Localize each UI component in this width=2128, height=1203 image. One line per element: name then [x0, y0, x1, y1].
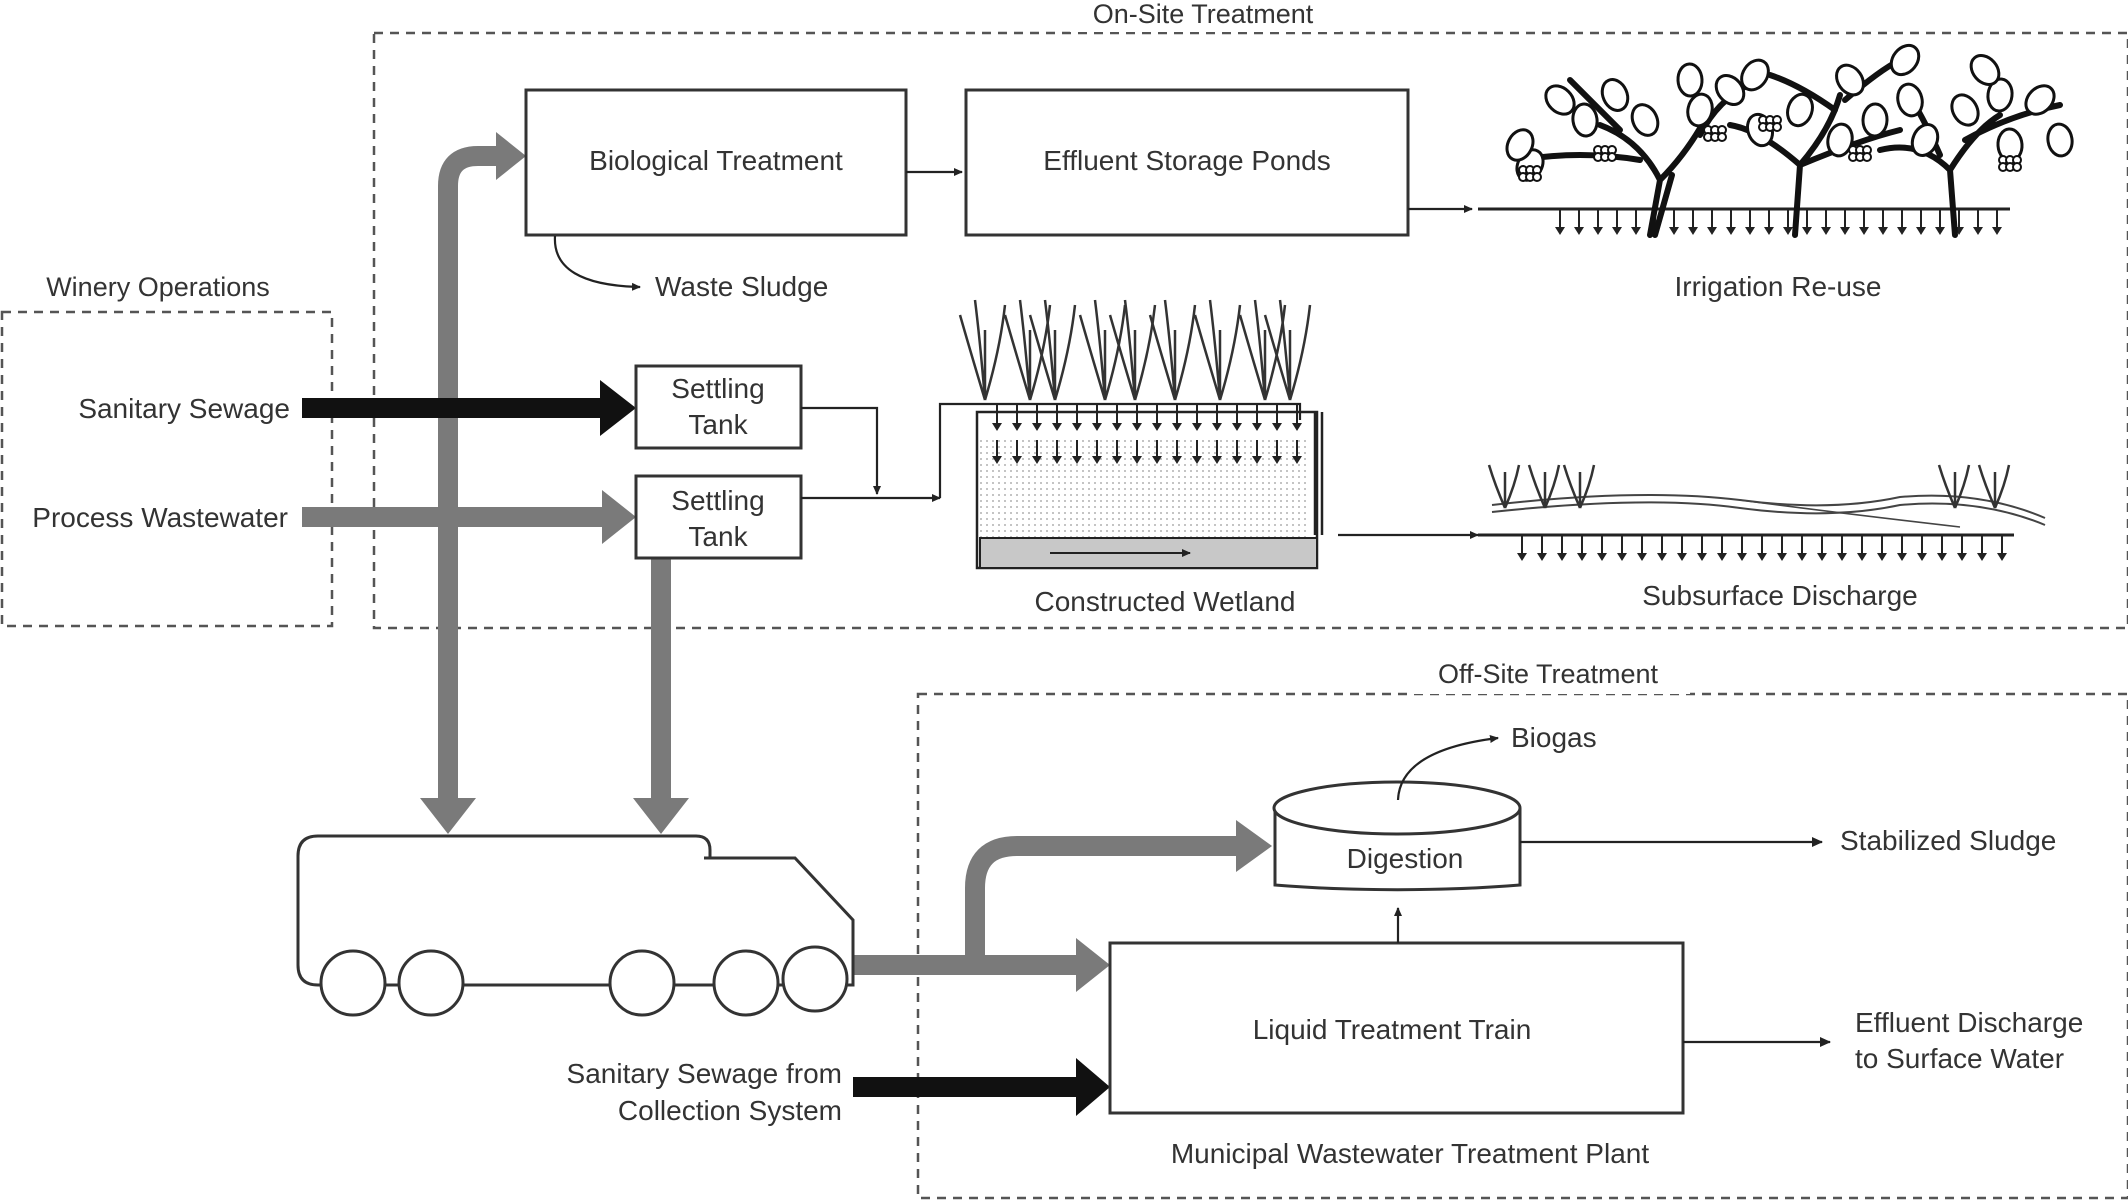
- black-flow-lines: [302, 380, 1110, 1116]
- collection-system-label-line1: Sanitary Sewage from: [567, 1058, 842, 1089]
- biogas-label: Biogas: [1511, 722, 1597, 753]
- offsite-treatment-region: Off-Site Treatment: [916, 659, 2128, 1200]
- digestion-label: Digestion: [1347, 843, 1464, 874]
- settling-tank-1-label-line1: Settling: [671, 373, 764, 404]
- biological-treatment-box: Biological Treatment: [524, 88, 908, 237]
- effluent-storage-ponds-box: Effluent Storage Ponds: [964, 88, 1410, 237]
- settling-tank-2-label-line1: Settling: [671, 485, 764, 516]
- stabilized-sludge-label: Stabilized Sludge: [1840, 825, 2056, 856]
- sanitary-sewage-label: Sanitary Sewage: [78, 393, 290, 424]
- offsite-treatment-label: Off-Site Treatment: [1438, 659, 1659, 689]
- settling-tank-1: Settling Tank: [634, 364, 803, 450]
- winery-operations-label: Winery Operations: [46, 272, 270, 302]
- municipal-plant-label: Municipal Wastewater Treatment Plant: [1171, 1138, 1649, 1169]
- waste-sludge-label: Waste Sludge: [655, 271, 828, 302]
- winery-operations-region: Winery Operations: [0, 272, 334, 628]
- digestion-tank: Digestion: [1272, 780, 1522, 892]
- subsurface-field-icon: Subsurface Discharge: [1478, 464, 2046, 611]
- effluent-storage-ponds-label: Effluent Storage Ponds: [1043, 145, 1330, 176]
- effluent-discharge-label-line2: to Surface Water: [1855, 1043, 2064, 1074]
- irrigation-reuse-label: Irrigation Re-use: [1675, 271, 1882, 302]
- collection-system-label-line2: Collection System: [618, 1095, 842, 1126]
- liquid-treatment-train-box: Liquid Treatment Train: [1108, 941, 1685, 1115]
- settling-tank-2-label-line2: Tank: [688, 521, 748, 552]
- subsurface-discharge-label: Subsurface Discharge: [1642, 580, 1917, 611]
- vineyard-icon: Irrigation Re-use: [1478, 43, 2074, 302]
- biological-treatment-label: Biological Treatment: [589, 145, 843, 176]
- settling-tank-1-label-line2: Tank: [688, 409, 748, 440]
- tanker-truck-icon: [296, 834, 855, 1017]
- constructed-wetland-icon: Constructed Wetland: [938, 299, 1324, 617]
- process-wastewater-label: Process Wastewater: [32, 502, 288, 533]
- onsite-treatment-region: On-Site Treatment: [372, 0, 2128, 630]
- constructed-wetland-label: Constructed Wetland: [1035, 586, 1296, 617]
- liquid-treatment-train-label: Liquid Treatment Train: [1253, 1014, 1532, 1045]
- effluent-discharge-label-line1: Effluent Discharge: [1855, 1007, 2083, 1038]
- onsite-treatment-label: On-Site Treatment: [1093, 0, 1314, 29]
- onsite-thin-connectors: [553, 168, 1479, 539]
- settling-tank-2: Settling Tank: [634, 474, 803, 560]
- gray-flow-lines: [302, 132, 1272, 992]
